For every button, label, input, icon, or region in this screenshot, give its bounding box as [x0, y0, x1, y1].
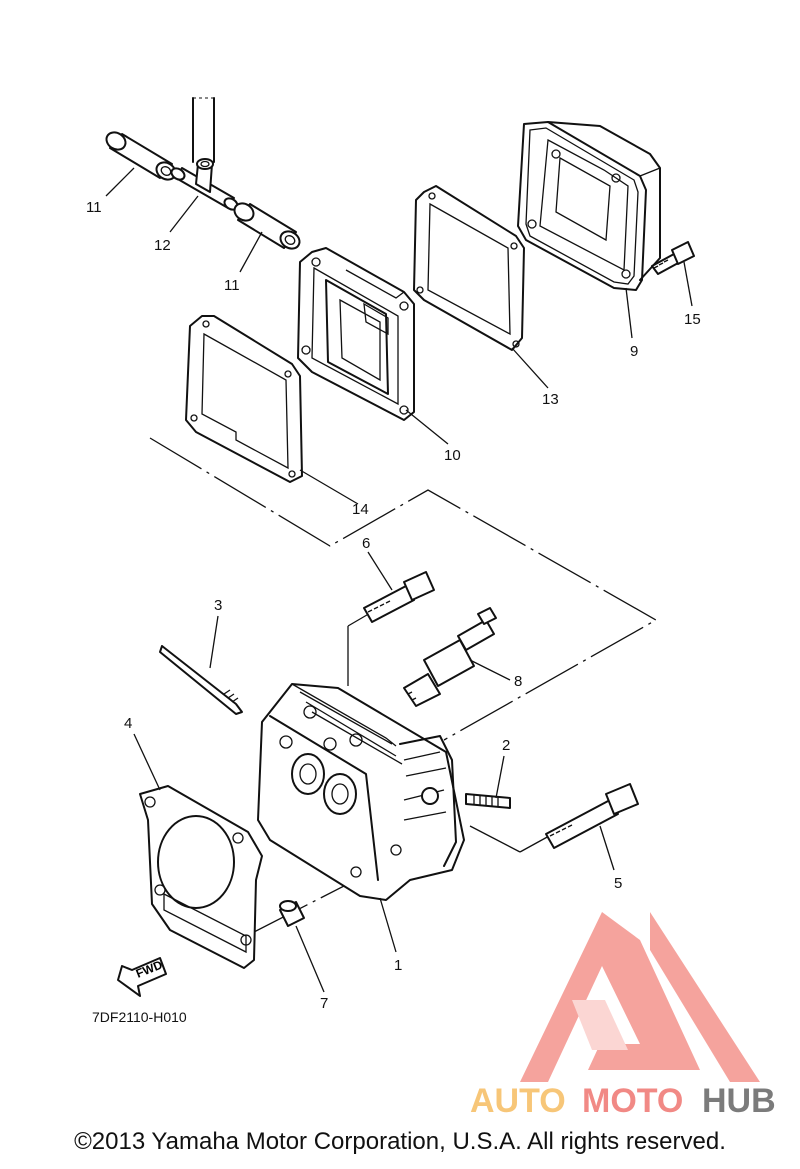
stud-part-2	[465, 793, 511, 809]
callout-4: 4	[124, 715, 132, 732]
automotohub-logo: AUTO MOTO HUB	[470, 912, 776, 1120]
logo-text-hub: HUB	[702, 1082, 776, 1120]
callout-6: 6	[362, 535, 370, 552]
callout-10: 10	[444, 447, 461, 464]
gasket-part-13	[413, 185, 525, 351]
spark-plug-part-8	[403, 607, 497, 707]
callout-5: 5	[614, 875, 622, 892]
cylinder-head-part-1	[257, 683, 465, 901]
dowel-part-7	[279, 900, 305, 927]
gasket-part-14	[185, 315, 303, 483]
bolt-part-6	[363, 571, 435, 623]
logo-text-auto: AUTO	[470, 1082, 566, 1120]
t-joint-part-12	[170, 158, 239, 211]
callout-8: 8	[514, 673, 522, 690]
drawing-code: 7DF2110-H010	[92, 1009, 187, 1025]
copyright-notice: ©2013 Yamaha Motor Corporation, U.S.A. A…	[74, 1128, 726, 1155]
callout-3: 3	[214, 597, 222, 614]
callout-13: 13	[542, 391, 559, 408]
breather-hose	[192, 97, 215, 163]
callout-14: 14	[352, 501, 369, 518]
callout-1: 1	[394, 957, 402, 974]
callout-numbers: 1 2 3 4 5 6 7 8 9 10 11 11 12 13 14 15	[86, 199, 701, 1012]
callout-12: 12	[154, 237, 171, 254]
bolt-part-15	[651, 241, 695, 275]
leader-lines	[105, 167, 693, 993]
stud-bolt-part-3	[159, 645, 243, 715]
callout-11-lower: 11	[224, 277, 240, 294]
callout-2: 2	[502, 737, 510, 754]
logo-text-moto: MOTO	[582, 1082, 683, 1120]
callout-9: 9	[630, 343, 638, 360]
fwd-arrow-icon: FWD	[117, 957, 167, 997]
head-gasket-part-4	[139, 785, 263, 969]
head-cover-part-9	[517, 121, 661, 291]
callout-7: 7	[320, 995, 328, 1012]
bolt-part-5	[545, 783, 639, 849]
pipe-part-11-upper	[105, 131, 177, 181]
callout-11-upper: 11	[86, 199, 102, 216]
pipe-part-11-lower	[233, 202, 301, 250]
plate-part-10	[297, 247, 415, 421]
callout-15: 15	[684, 311, 701, 328]
